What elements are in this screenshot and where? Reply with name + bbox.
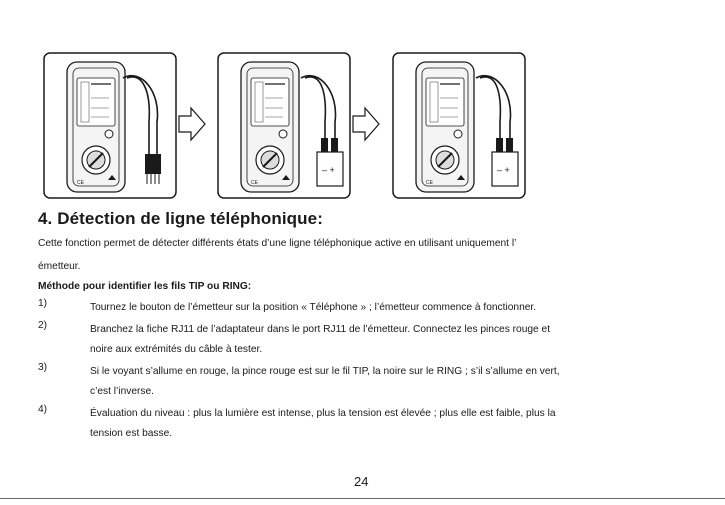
svg-text:– +: – +: [497, 165, 510, 175]
step-text: Tournez le bouton de l’émetteur sur la p…: [90, 302, 537, 313]
intro-line-2: émetteur.: [38, 261, 81, 272]
step-text: c’est l’inverse.: [90, 386, 154, 397]
intro-line-1: Cette fonction permet de détecter différ…: [38, 238, 517, 249]
device-illustrations: CE – + – +: [43, 52, 526, 199]
illustration-strip: CE – + – +: [43, 52, 543, 200]
method-title: Méthode pour identifier les fils TIP ou …: [38, 281, 252, 292]
step-text: Évaluation du niveau : plus la lumière e…: [90, 408, 556, 419]
page-number: 24: [354, 474, 369, 489]
footer-divider: [0, 498, 725, 499]
step-number: 2): [38, 320, 48, 331]
step-number: 3): [38, 362, 48, 373]
step-text: Branchez la fiche RJ11 de l’adaptateur d…: [90, 324, 551, 335]
step-number: 4): [38, 404, 48, 415]
svg-text:– +: – +: [322, 165, 335, 175]
arrow-right-icon: [352, 106, 380, 142]
section-title: 4. Détection de ligne téléphonique:: [38, 209, 323, 228]
step-text: Si le voyant s’allume en rouge, la pince…: [90, 366, 560, 377]
arrow-right-icon: [178, 106, 206, 142]
step-number: 1): [38, 298, 48, 309]
step-text: noire aux extrémités du câble à tester.: [90, 344, 263, 355]
step-text: tension est basse.: [90, 428, 173, 439]
